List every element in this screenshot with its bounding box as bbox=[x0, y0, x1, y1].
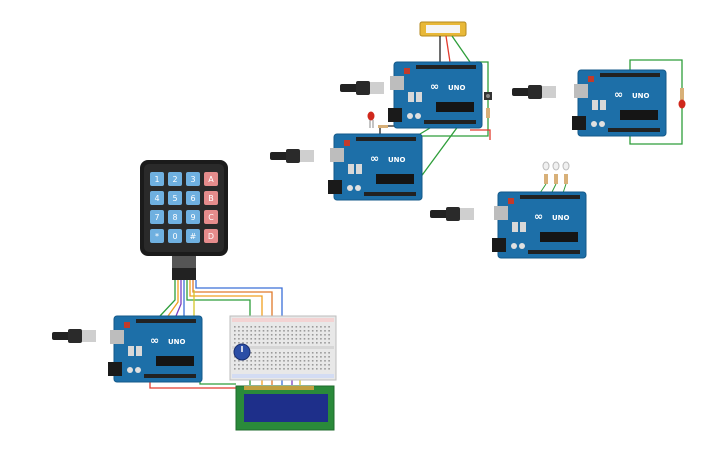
keypad-key[interactable]: 4 bbox=[150, 191, 164, 205]
red-led[interactable] bbox=[367, 111, 375, 129]
keypad-key-label: 4 bbox=[154, 194, 159, 203]
keypad-key[interactable]: 7 bbox=[150, 210, 164, 224]
arduino-board-top-right[interactable] bbox=[512, 69, 667, 137]
pushbutton[interactable] bbox=[484, 92, 492, 100]
keypad-key-label: A bbox=[208, 175, 214, 184]
red-led-top-right[interactable] bbox=[678, 99, 686, 109]
keypad-key-label: 0 bbox=[172, 232, 177, 241]
resistor-top bbox=[486, 108, 490, 118]
arduino-board-right-leds[interactable] bbox=[430, 191, 587, 259]
keypad-key[interactable]: A bbox=[204, 172, 218, 186]
keypad-key-label: 8 bbox=[172, 213, 177, 222]
keypad-key[interactable]: 8 bbox=[168, 210, 182, 224]
keypad-key-label: D bbox=[208, 232, 214, 241]
top-right-wires bbox=[629, 59, 683, 145]
keypad-key[interactable]: C bbox=[204, 210, 218, 224]
keypad-key[interactable]: * bbox=[150, 229, 164, 243]
keypad-key[interactable]: 9 bbox=[186, 210, 200, 224]
keypad-key-label: 7 bbox=[154, 213, 159, 222]
keypad-key-label: 3 bbox=[190, 175, 195, 184]
keypad-key-label: 6 bbox=[190, 194, 195, 203]
keypad-key-label: B bbox=[208, 194, 214, 203]
keypad-key[interactable]: 5 bbox=[168, 191, 182, 205]
keypad-key[interactable]: 2 bbox=[168, 172, 182, 186]
keypad-key[interactable]: 1 bbox=[150, 172, 164, 186]
keypad-key[interactable]: D bbox=[204, 229, 218, 243]
led-array[interactable] bbox=[537, 161, 570, 197]
resistor-top-right bbox=[680, 88, 684, 100]
keypad-key[interactable]: B bbox=[204, 191, 218, 205]
keypad[interactable]: 1 2 3 A 4 5 6 B 7 8 9 C * 0 # D bbox=[140, 160, 228, 280]
keypad-key-label: 1 bbox=[154, 175, 159, 184]
keypad-key-label: 2 bbox=[172, 175, 177, 184]
keypad-key[interactable]: 3 bbox=[186, 172, 200, 186]
keypad-key-label: 9 bbox=[190, 213, 195, 222]
arduino-board-top-center[interactable] bbox=[340, 61, 483, 129]
keypad-key-label: # bbox=[190, 232, 197, 241]
keypad-key-label: C bbox=[208, 213, 214, 222]
potentiometer[interactable] bbox=[233, 343, 251, 361]
keypad-key-label: * bbox=[155, 232, 159, 241]
sensor-module[interactable] bbox=[419, 21, 467, 37]
arduino-board-keypad[interactable] bbox=[52, 315, 203, 383]
keypad-key[interactable]: 6 bbox=[186, 191, 200, 205]
arduino-board-middle[interactable] bbox=[270, 133, 423, 201]
keypad-key[interactable]: 0 bbox=[168, 229, 182, 243]
keypad-key-label: 5 bbox=[172, 194, 177, 203]
resistor-middle bbox=[378, 125, 388, 128]
keypad-key[interactable]: # bbox=[186, 229, 200, 243]
lcd-display[interactable] bbox=[235, 385, 335, 431]
